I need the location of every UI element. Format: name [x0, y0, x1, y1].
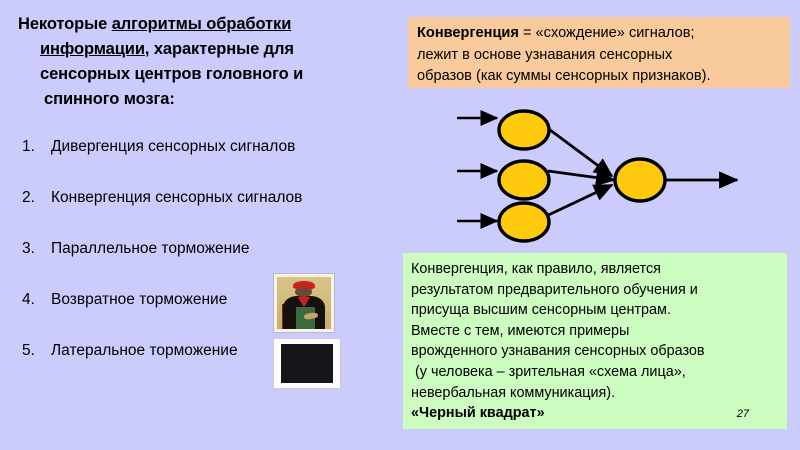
list-item: 4. Возвратное торможение [18, 291, 398, 342]
portrait-hat [293, 281, 315, 290]
green-line-bold: «Черный квадрат» [411, 405, 545, 422]
convergence-explanation-callout: Конвергенция, как правило, является резу… [403, 253, 787, 429]
input-neuron-2 [497, 159, 551, 201]
title-plain-2: , характерные для [144, 40, 294, 58]
green-line-4: Вместе с тем, имеются примеры [411, 322, 630, 339]
page-number: 27 [736, 408, 749, 421]
list-item-label: Дивергенция сенсорных сигналов [51, 138, 296, 155]
orange-bold-term: Конвергенция [417, 25, 519, 41]
title-underlined-1: алгоритмы обработки [111, 15, 292, 33]
input-neuron-3 [497, 201, 551, 243]
orange-line-2: лежит в основе узнавания сенсорных [417, 46, 673, 63]
green-line-6: (у человека – зрительная «схема лица», [411, 363, 686, 380]
list-item-number: 4. [22, 291, 35, 308]
list-item: 3. Параллельное торможение [18, 240, 398, 291]
list-item: 1. Дивергенция сенсорных сигналов [18, 138, 398, 189]
convergence-diagram-svg [457, 109, 739, 243]
portrait-canvas [277, 277, 331, 329]
title-line-3: сенсорных центров головного и [40, 65, 304, 83]
green-line-3: присуща высшим сенсорным центрам. [411, 302, 671, 319]
green-line-5: врожденного узнавания сенсорных образов [411, 343, 705, 360]
list-item-label: Латеральное торможение [51, 342, 238, 359]
title-underlined-2: информации [40, 40, 145, 58]
list-item-number: 2. [22, 189, 35, 206]
black-square-canvas [281, 344, 333, 383]
malevich-self-portrait-image [273, 273, 335, 333]
title-line-4: спинного мозга: [44, 90, 175, 108]
list-item-label: Параллельное торможение [51, 240, 250, 257]
orange-line-1: Конвергенция = «схождение» сигналов; [417, 23, 781, 45]
green-line-2: результатом предварительного обучения и [411, 281, 698, 298]
convergence-diagram [400, 96, 800, 246]
green-line-7: невербальная коммуникация). [411, 384, 616, 401]
green-line-1: Конвергенция, как правило, является [411, 261, 661, 277]
portrait-collar [297, 296, 311, 308]
title-plain-1: Некоторые [18, 15, 112, 33]
list-item-label: Конвергенция сенсорных сигналов [51, 189, 303, 206]
list-item: 5. Латеральное торможение [18, 342, 398, 393]
algorithms-list: 1. Дивергенция сенсорных сигналов 2. Кон… [18, 138, 398, 393]
input-neuron-1 [497, 109, 551, 151]
list-item-number: 1. [22, 138, 35, 155]
page-title: Некоторые алгоритмы обработки информации… [18, 12, 388, 112]
list-item-number: 5. [22, 342, 35, 359]
orange-rest-1: = «схождение» сигналов; [518, 25, 695, 41]
list-item-number: 3. [22, 240, 35, 257]
orange-line-3: образов (как суммы сенсорных признаков). [417, 68, 711, 84]
portrait-face [295, 286, 313, 298]
title-line-2: информации, характерные для [18, 37, 388, 62]
converging-arrow-2 [547, 168, 616, 187]
list-item-label: Возвратное торможение [51, 291, 228, 308]
black-square-painting-image [273, 338, 341, 389]
converging-arrow-3 [541, 183, 614, 220]
converging-arrow-1 [541, 122, 614, 178]
list-item: 2. Конвергенция сенсорных сигналов [18, 189, 398, 240]
output-neuron [613, 157, 667, 203]
convergence-definition-callout: Конвергенция = «схождение» сигналов; леж… [408, 17, 790, 88]
title-line-1: Некоторые алгоритмы обработки [18, 12, 388, 37]
